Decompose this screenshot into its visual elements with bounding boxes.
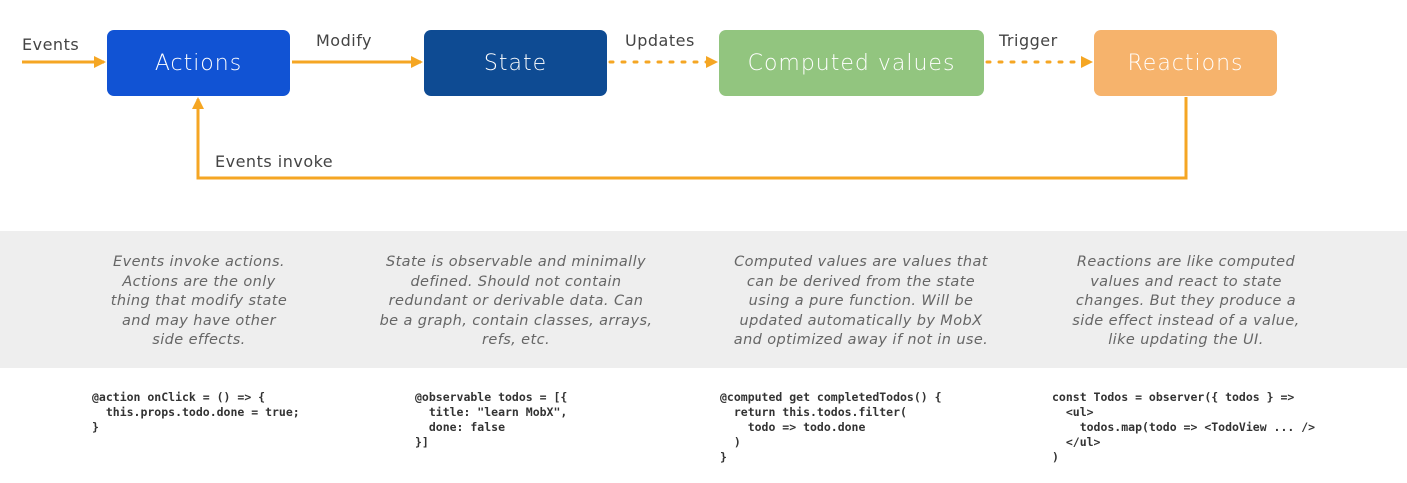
description-actions: Events invoke actions. Actions are the on…: [78, 253, 320, 351]
description-line: Computed values are values that: [734, 254, 988, 270]
description-line: redundant or derivable data. Can: [388, 293, 644, 309]
label-updates: Updates: [625, 31, 695, 50]
description-line: Events invoke actions.: [113, 254, 285, 270]
code-reactions: const Todos = observer({ todos } => <ul>…: [1052, 390, 1316, 464]
description-line: defined. Should not contain: [410, 273, 622, 290]
description-line: side effects.: [152, 332, 246, 348]
node-reactions: Reactions: [1094, 30, 1277, 96]
node-state: State: [424, 30, 607, 96]
code-computed: @computed get completedTodos() { return …: [720, 390, 942, 464]
flow-arrows: [22, 56, 1188, 180]
description-line: State is observable and minimally: [385, 254, 647, 270]
description-computed: Computed values are values that can be de…: [700, 253, 1022, 351]
code-state: @observable todos = [{ title: "learn Mob…: [415, 390, 568, 449]
label-events-invoke: Events invoke: [215, 152, 334, 171]
description-line: and optimized away if not in use.: [733, 332, 989, 348]
description-line: side effect instead of a value,: [1072, 312, 1300, 329]
node-computed-values: Computed values: [719, 30, 984, 96]
description-reactions: Reactions are like computed values and re…: [1048, 253, 1324, 351]
arrow-reactions-to-actions: [192, 97, 1188, 180]
label-modify: Modify: [316, 31, 373, 50]
description-line: and may have other: [121, 312, 277, 329]
description-band: [0, 231, 1407, 368]
description-line: thing that modify state: [110, 293, 288, 309]
node-actions: Actions: [107, 30, 290, 96]
label-trigger: Trigger: [999, 31, 1058, 50]
description-line: Actions are the only: [122, 273, 276, 290]
description-line: can be derived from the state: [746, 273, 976, 290]
description-line: like updating the UI.: [1108, 332, 1264, 348]
description-line: values and react to state: [1090, 273, 1282, 290]
code-actions: @action onClick = () => { this.props.tod…: [92, 390, 300, 434]
label-events: Events: [22, 35, 80, 54]
description-line: changes. But they produce a: [1075, 293, 1297, 309]
description-line: using a pure function. Will be: [748, 293, 974, 309]
description-line: Reactions are like computed: [1076, 254, 1296, 270]
description-line: refs, etc.: [482, 332, 550, 348]
description-line: be a graph, contain classes, arrays,: [379, 312, 653, 329]
description-state: State is observable and minimally defined…: [362, 253, 670, 351]
description-line: updated automatically by MobX: [739, 312, 983, 329]
